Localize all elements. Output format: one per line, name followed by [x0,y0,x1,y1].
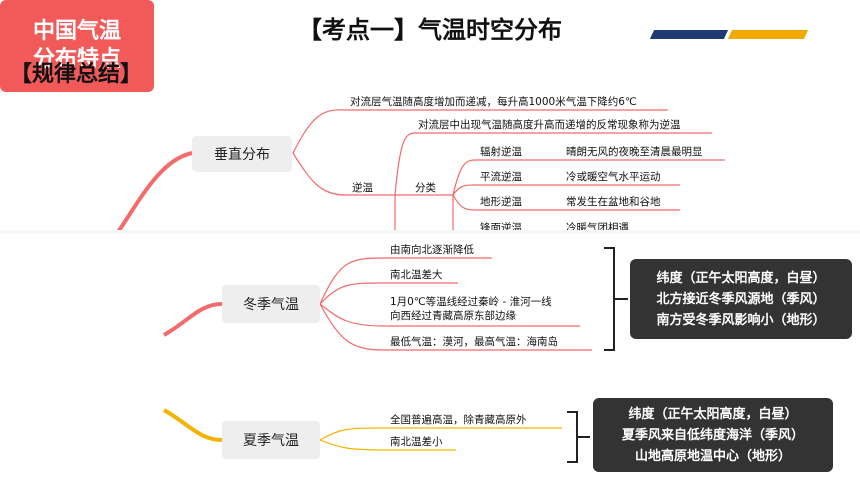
inversion-type-name: 地形逆温 [480,196,522,208]
root-line-1: 中国气温 [32,19,121,44]
leaf-lapse-rate: 对流层气温随高度增加而递减，每升高1000米气温下降约6℃ [350,96,637,108]
node-winter-temperature: 冬季气温 [222,285,320,323]
inversion-type-name: 平流逆温 [480,171,522,183]
node-inversion: 逆温 [352,182,373,194]
inversion-type-desc: 晴朗无风的夜晚至清晨最明显 [566,146,703,158]
root-node-china-temperature: 中国气温 分布特点 [0,0,154,92]
inversion-type-desc: 常发生在盆地和谷地 [566,196,661,208]
node-classification: 分类 [415,182,436,194]
title-accent-bar-gold [727,30,809,39]
node-vertical-distribution: 垂直分布 [192,136,292,172]
reason-line: 北方接近冬季风源地（季风） [656,291,826,307]
inversion-type-name: 辐射逆温 [480,146,522,158]
summer-leaf: 全国普遍高温，除青藏高原外 [390,414,527,426]
inversion-type-desc: 冷暖气团相遇 [566,222,629,230]
winter-leaf: 由南向北逐渐降低 [390,244,474,256]
winter-reasons-box: 纬度（正午太阳高度，白昼） 北方接近冬季风源地（季风） 南方受冬季风影响小（地形… [630,259,852,339]
summer-leaf: 南北温差小 [390,436,443,448]
section-heading: 【规律总结】 [10,62,143,87]
summer-reasons-box: 纬度（正午太阳高度，白昼） 夏季风来自低纬度海洋（季风） 山地高原地温中心（地形… [593,398,833,472]
leaf-inversion-definition: 对流层中出现气温随高度升高而递增的反常现象称为逆温 [418,119,681,131]
winter-leaf: 最低气温：漠河，最高气温：海南岛 [390,336,558,348]
winter-leaf: 向西经过青藏高原东部边缘 [390,310,516,322]
image-seam [0,230,860,234]
root-line-2: 分布特点 [32,47,121,72]
reason-line: 南方受冬季风影响小（地形） [656,312,826,328]
inversion-type-name: 锋面逆温 [480,222,522,230]
node-summer-temperature: 夏季气温 [222,421,320,459]
reason-line: 纬度（正午太阳高度，白昼） [656,270,826,286]
reason-line: 山地高原地温中心（地形） [634,448,791,464]
inversion-type-desc: 冷或暖空气水平运动 [566,171,661,183]
winter-leaf: 1月0℃等温线经过秦岭 - 淮河一线 [390,296,552,308]
page-title: 【考点一】气温时空分布 [298,16,562,44]
reason-line: 纬度（正午太阳高度，白昼） [628,406,798,422]
winter-leaf: 南北温差大 [390,269,443,281]
title-accent-bar-navy [649,30,729,39]
reason-line: 夏季风来自低纬度海洋（季风） [621,427,804,443]
